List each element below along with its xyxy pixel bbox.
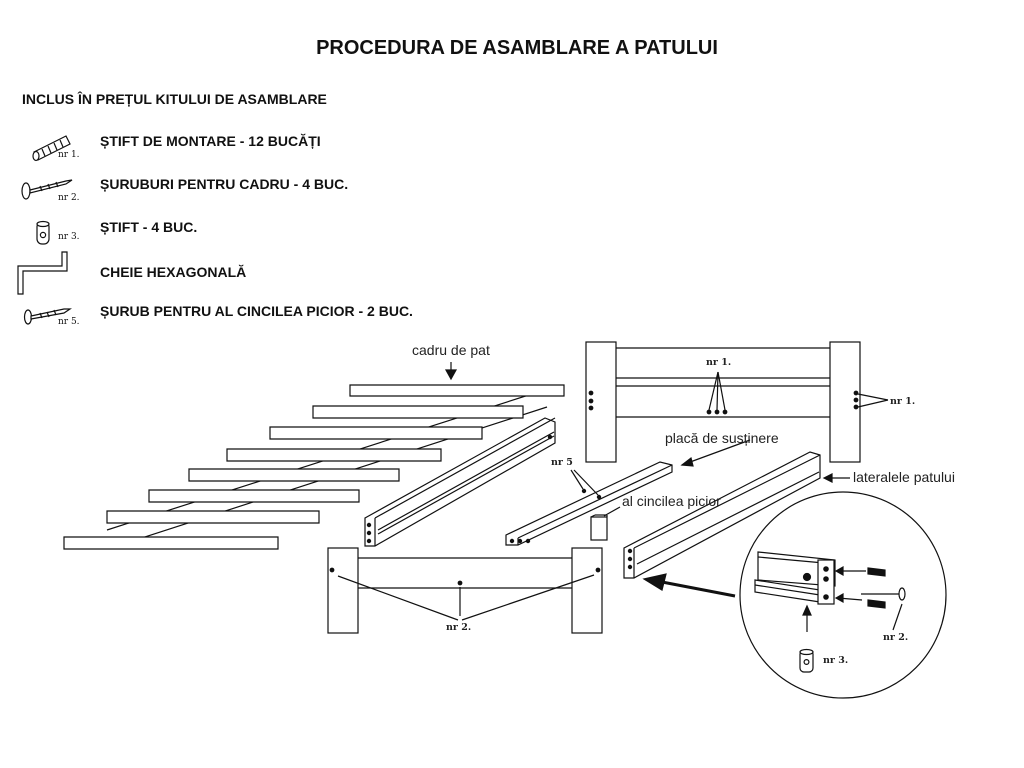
kit-heading: INCLUS ÎN PREȚUL KITULUI DE ASAMBLARE (22, 91, 327, 107)
detail-circle (739, 491, 947, 699)
bed-frame-label-arrow (444, 362, 458, 381)
bed-side-rail (623, 451, 850, 579)
part-number-3: nr 3. (58, 232, 80, 242)
callout-nr2-detail: nr 2. (883, 632, 908, 643)
callout-nr1-right: nr 1. (890, 396, 915, 407)
part-label-frame-screw: ȘURUBURI PENTRU CADRU - 4 BUC. (100, 176, 349, 192)
label-bed-sides: lateralele patului (853, 469, 955, 485)
screw-icon (21, 179, 73, 200)
support-plate (505, 439, 751, 546)
label-support-plate: placă de susținere (665, 430, 779, 446)
label-bed-frame: cadru de pat (412, 342, 490, 358)
dowel-icon (32, 135, 71, 162)
callout-nr5: nr 5 (551, 457, 573, 468)
callout-nr2-footboard: nr 2. (446, 622, 471, 633)
part-label-hex-key: CHEIE HEXAGONALĂ (100, 264, 247, 280)
detail-arrow (642, 573, 736, 598)
part-number-5: nr 5. (58, 317, 80, 327)
leg-screw-icon (23, 308, 72, 325)
hex-key-icon (17, 251, 68, 295)
headboard (585, 341, 889, 463)
callout-nr1-center: nr 1. (706, 357, 731, 368)
part-label-leg-screw: ȘURUB PENTRU AL CINCILEA PICIOR - 2 BUC. (100, 303, 413, 319)
barrel-nut-icon (36, 220, 50, 245)
part-label-dowel: ȘTIFT DE MONTARE - 12 BUCĂȚI (100, 133, 321, 149)
fifth-leg (590, 506, 621, 541)
footboard (327, 547, 603, 634)
part-number-1: nr 1. (58, 150, 80, 160)
page-title: PROCEDURA DE ASAMBLARE A PATULUI (316, 37, 718, 59)
bed-rail-left (364, 417, 556, 547)
part-label-pin: ȘTIFT - 4 BUC. (100, 219, 198, 235)
part-number-2: nr 2. (58, 193, 80, 203)
label-fifth-leg: al cincilea picior (622, 493, 721, 509)
bed-frame-slats (63, 384, 565, 550)
callout-nr3-detail: nr 3. (823, 655, 848, 666)
